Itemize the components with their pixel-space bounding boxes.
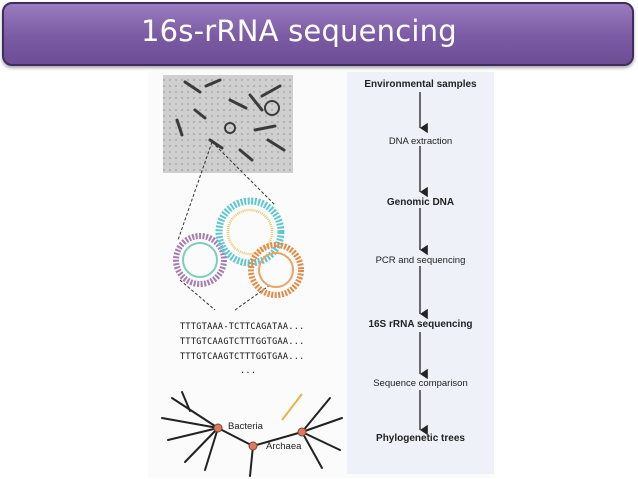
dna-rings: [173, 197, 304, 298]
flow-step-pcr-sequencing: PCR and sequencing: [375, 255, 466, 266]
sequence-line: TTTGTCAAGTCTTTGGTGAA...: [180, 337, 305, 347]
slide-title: 16s-rRNA sequencing: [141, 14, 457, 48]
tree-node: [213, 423, 223, 433]
microscopy-image: [163, 75, 293, 173]
flow-step-dna-extraction: DNA extraction: [388, 136, 453, 147]
sequence-line: TTTGTAAA-TCTTCAGATAA...: [180, 322, 305, 332]
sequence-line: TTTGTCAAGTCTTTGGTGAA...: [180, 352, 305, 362]
phylogenetic-tree: [161, 391, 343, 477]
title-bar: 16s-rRNA sequencing: [2, 2, 634, 66]
flow-step-sequence-comparison: Sequence comparison: [373, 378, 468, 389]
tree-label-archaea: Archaea: [266, 441, 302, 452]
flow-step-phylogenetic-trees: Phylogenetic trees: [376, 433, 465, 444]
tree-label-bacteria: Bacteria: [228, 421, 263, 432]
sequence-ellipsis: ...: [240, 366, 257, 376]
tree-node: [248, 441, 258, 451]
flow-step-environmental-samples: Environmental samples: [364, 79, 477, 90]
flow-step-16s-rrna-sequencing: 16S rRNA sequencing: [368, 319, 473, 330]
flow-step-genomic-dna: Genomic DNA: [386, 197, 455, 208]
tree-branch-highlight: [281, 393, 303, 421]
tree-node: [297, 427, 307, 437]
